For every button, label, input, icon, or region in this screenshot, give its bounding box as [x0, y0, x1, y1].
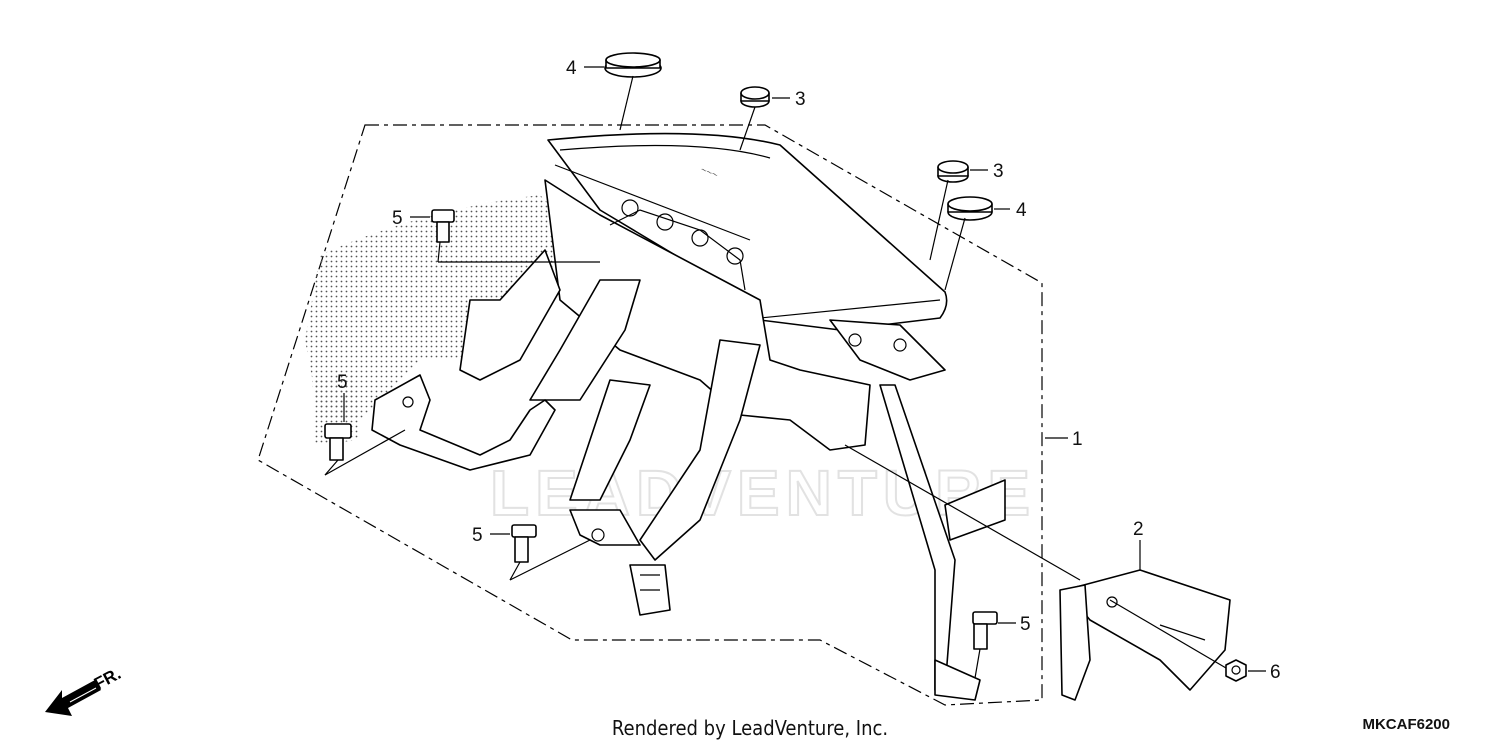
grommet-4-right: [947, 196, 993, 221]
callout-1: 1: [1072, 429, 1083, 450]
meter-visor: ~~~: [547, 132, 948, 331]
bolt-5-b: [324, 423, 352, 461]
callout-5-a: 5: [392, 208, 403, 229]
bolt-5-c: [511, 524, 537, 563]
callout-4-right: 4: [1016, 200, 1027, 221]
callout-3-right: 3: [993, 161, 1004, 182]
grommet-4-top: [604, 52, 662, 78]
callout-3-top: 3: [795, 89, 806, 110]
callout-5-c: 5: [472, 525, 483, 546]
shading: [305, 195, 560, 420]
meter-bracket: [371, 179, 1006, 701]
callout-4-top: 4: [566, 58, 577, 79]
leader-lines: [324, 66, 1266, 679]
diagram-code: MKCAF6200: [1362, 716, 1450, 733]
callout-6: 6: [1270, 662, 1281, 683]
callout-2: 2: [1133, 519, 1144, 540]
bolt-5-d: [972, 611, 998, 650]
sub-bracket: [1059, 569, 1231, 701]
front-arrow-icon: FR.: [45, 664, 124, 716]
callout-5-d: 5: [1020, 614, 1031, 635]
bolt-5-a: [431, 209, 455, 243]
grommet-3-right: [937, 160, 969, 183]
nut-6: [1225, 659, 1247, 682]
rendered-by-text: Rendered by LeadVenture, Inc.: [611, 716, 889, 740]
callout-5-b: 5: [337, 372, 348, 393]
grommet-3-top: [740, 86, 770, 108]
assembly-boundary: [257, 124, 1043, 706]
